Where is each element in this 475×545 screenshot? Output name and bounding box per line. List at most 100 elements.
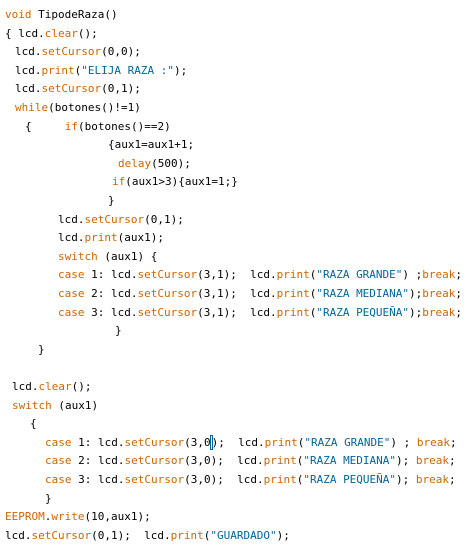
code-text: ) ; [402, 268, 423, 282]
code-text: ( [74, 63, 82, 77]
code-keyword: break [416, 435, 451, 449]
code-keyword: case [58, 268, 85, 282]
code-keyword: clear [38, 380, 72, 393]
code-text: } [108, 194, 115, 207]
code-text: . [44, 510, 52, 524]
code-text: (0,0); [101, 45, 141, 59]
code-text: ); [409, 287, 423, 300]
code-text: (botones()==2) [78, 119, 171, 133]
code-text: ( [309, 287, 317, 300]
code-text: (3,1); lcd. [197, 305, 277, 319]
code-keyword: break [415, 473, 450, 486]
code-text: {aux1=aux1+1; [108, 138, 195, 152]
code-line[interactable]: lcd.setCursor(0,1); [0, 210, 184, 229]
code-keyword: case [45, 473, 72, 486]
code-line[interactable]: { lcd.clear(); [0, 24, 98, 43]
code-keyword: print [264, 435, 298, 449]
code-line[interactable]: if(aux1>3){aux1=1;} [0, 172, 238, 191]
code-line[interactable]: } [0, 340, 45, 359]
code-keyword: setCursor [137, 287, 198, 300]
code-text: (500); [151, 156, 191, 170]
code-text: ; [455, 287, 463, 300]
code-string: "RAZA GRANDE" [304, 435, 391, 449]
code-text: ; [449, 454, 456, 468]
code-line[interactable]: lcd.print("ELIJA RAZA :"); [0, 61, 187, 80]
code-text: ); lcd. [211, 435, 265, 449]
code-text: 3: lcd. [71, 473, 125, 486]
code-line[interactable]: case 2: lcd.setCursor(3,1); lcd.print("R… [0, 284, 462, 303]
code-line[interactable]: { if(botones()==2) [0, 117, 171, 136]
code-keyword: break [415, 454, 450, 468]
code-line[interactable]: case 3: lcd.setCursor(3,1); lcd.print("R… [0, 303, 462, 322]
code-text: ( [296, 473, 304, 486]
code-text: ; [455, 305, 463, 319]
code-keyword: print [276, 287, 310, 300]
code-text: (aux1) [51, 398, 99, 412]
code-keyword: setCursor [31, 528, 92, 542]
code-text: lcd. [12, 380, 39, 393]
code-keyword: switch [12, 398, 52, 412]
code-text: } [115, 324, 122, 338]
code-text: 1: lcd. [84, 268, 138, 282]
code-keyword: break [422, 305, 456, 319]
code-text: lcd. [15, 45, 42, 59]
code-line[interactable]: {aux1=aux1+1; [0, 135, 194, 154]
code-text: (10,aux1); [84, 510, 151, 524]
code-keyword: setCursor [41, 45, 102, 59]
code-line[interactable]: lcd.print(aux1); [0, 228, 164, 247]
code-text: ); [396, 454, 416, 468]
code-text: (botones()!=1) [48, 101, 141, 114]
code-line[interactable]: EEPROM.write(10,aux1); [0, 507, 151, 526]
code-line[interactable]: void TipodeRaza() [0, 5, 118, 24]
code-line[interactable]: case 2: lcd.setCursor(3,0); lcd.print("R… [0, 451, 456, 470]
code-text: ( [203, 528, 211, 542]
code-text: TipodeRaza() [31, 8, 118, 21]
code-keyword: print [263, 473, 297, 486]
code-keyword: void [5, 8, 32, 21]
code-string: "RAZA MEDIANA" [303, 454, 397, 468]
code-text: (0,1); [101, 82, 141, 96]
code-keyword: write [51, 510, 85, 524]
code-text: (3,0 [184, 435, 211, 449]
code-line[interactable]: case 3: lcd.setCursor(3,0); lcd.print("R… [0, 470, 456, 489]
code-line[interactable]: lcd.setCursor(0,1); [0, 79, 141, 98]
code-line[interactable]: lcd.setCursor(0,1); lcd.print("GUARDADO"… [0, 526, 290, 545]
code-string: "RAZA PEQUEÑA" [303, 473, 397, 486]
code-text: lcd. [58, 231, 85, 245]
code-text: lcd. [15, 63, 42, 77]
code-line[interactable]: lcd.clear(); [0, 377, 92, 396]
code-keyword: setCursor [41, 82, 102, 96]
code-text: lcd. [5, 528, 32, 542]
code-line[interactable]: } [0, 321, 122, 340]
code-text: ); [396, 473, 416, 486]
code-keyword: print [276, 268, 310, 282]
code-keyword: setCursor [137, 305, 198, 319]
code-keyword: case [45, 454, 72, 468]
code-keyword: break [422, 268, 456, 282]
code-keyword: setCursor [137, 268, 198, 282]
code-string: "ELIJA RAZA :" [81, 63, 174, 77]
code-keyword: while [15, 101, 49, 114]
code-line[interactable]: case 1: lcd.setCursor(3,1); lcd.print("R… [0, 265, 462, 284]
code-line[interactable]: case 1: lcd.setCursor(3,0); lcd.print("R… [0, 433, 457, 452]
code-text: ); [173, 63, 188, 77]
code-line[interactable]: lcd.setCursor(0,0); [0, 42, 141, 61]
code-text: { [30, 417, 37, 431]
code-line[interactable]: } [0, 191, 115, 210]
code-line[interactable]: delay(500); [0, 154, 191, 173]
code-text: lcd. [58, 212, 85, 226]
code-string: "RAZA MEDIANA" [316, 287, 410, 300]
code-keyword: print [84, 231, 118, 245]
code-text: { lcd. [5, 26, 45, 40]
code-keyword: clear [44, 26, 78, 40]
code-line[interactable]: switch (aux1) { [0, 247, 157, 266]
code-line[interactable]: switch (aux1) [0, 396, 98, 415]
code-line[interactable]: { [0, 414, 37, 433]
code-line[interactable]: while(botones()!=1) [0, 98, 141, 117]
code-keyword: print [170, 528, 204, 542]
code-text: ; [449, 473, 456, 486]
code-text: } [45, 491, 52, 505]
code-text: 2: lcd. [71, 454, 125, 468]
code-line[interactable]: } [0, 489, 52, 508]
